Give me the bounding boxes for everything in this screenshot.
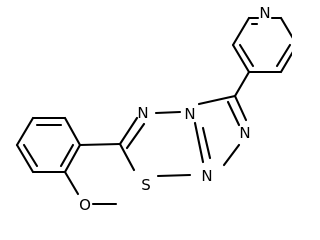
bonds (15, 16, 292, 206)
bond-benz-link (78, 142, 122, 147)
bond-pyridine-triazole (233, 70, 251, 98)
atom-s-thiadiazole: S (141, 176, 151, 194)
bond-pyr-7 (279, 16, 292, 39)
chemical-structure: N N N N N S O (15, 4, 292, 214)
bond-benz-6 (63, 143, 82, 174)
bond-benz-4-inner (22, 143, 39, 168)
bond-tri-4 (193, 121, 205, 164)
bond-benz-1 (63, 116, 82, 147)
atom-n-triazole-1: N (239, 124, 250, 142)
bond-tri-2 (233, 94, 248, 122)
atom-n-pyridine: N (259, 4, 270, 22)
bond-benz-6-inner (59, 143, 75, 168)
bond-pyr-4 (279, 51, 292, 74)
bond-thia-2 (118, 116, 139, 146)
bond-pyr-1 (231, 16, 251, 47)
bond-benz-4 (15, 143, 35, 174)
bond-benz-3 (15, 116, 35, 147)
bond-thia-2-inner (125, 122, 146, 150)
bond-tri-1 (197, 94, 237, 106)
bond-pyr-2 (231, 43, 251, 74)
bond-tri-2-inner (226, 100, 241, 127)
bond-thia-4 (156, 173, 192, 178)
atom-o-methoxy: O (79, 196, 91, 214)
bond-pyr-4-inner (275, 43, 292, 68)
bond-tri-4-inner (201, 126, 212, 160)
bond-thia-1 (154, 110, 182, 115)
atom-labels: N N N N N S O (79, 4, 271, 214)
atom-n-triazole-2: N (201, 167, 212, 185)
atom-n-bridge: N (184, 105, 195, 123)
bond-pyr-2-inner (238, 43, 255, 68)
bond-methoxy-1 (63, 170, 80, 196)
atom-n-thiadiazole: N (137, 104, 148, 122)
bond-tri-3 (222, 143, 241, 167)
bond-thia-3 (118, 142, 136, 172)
